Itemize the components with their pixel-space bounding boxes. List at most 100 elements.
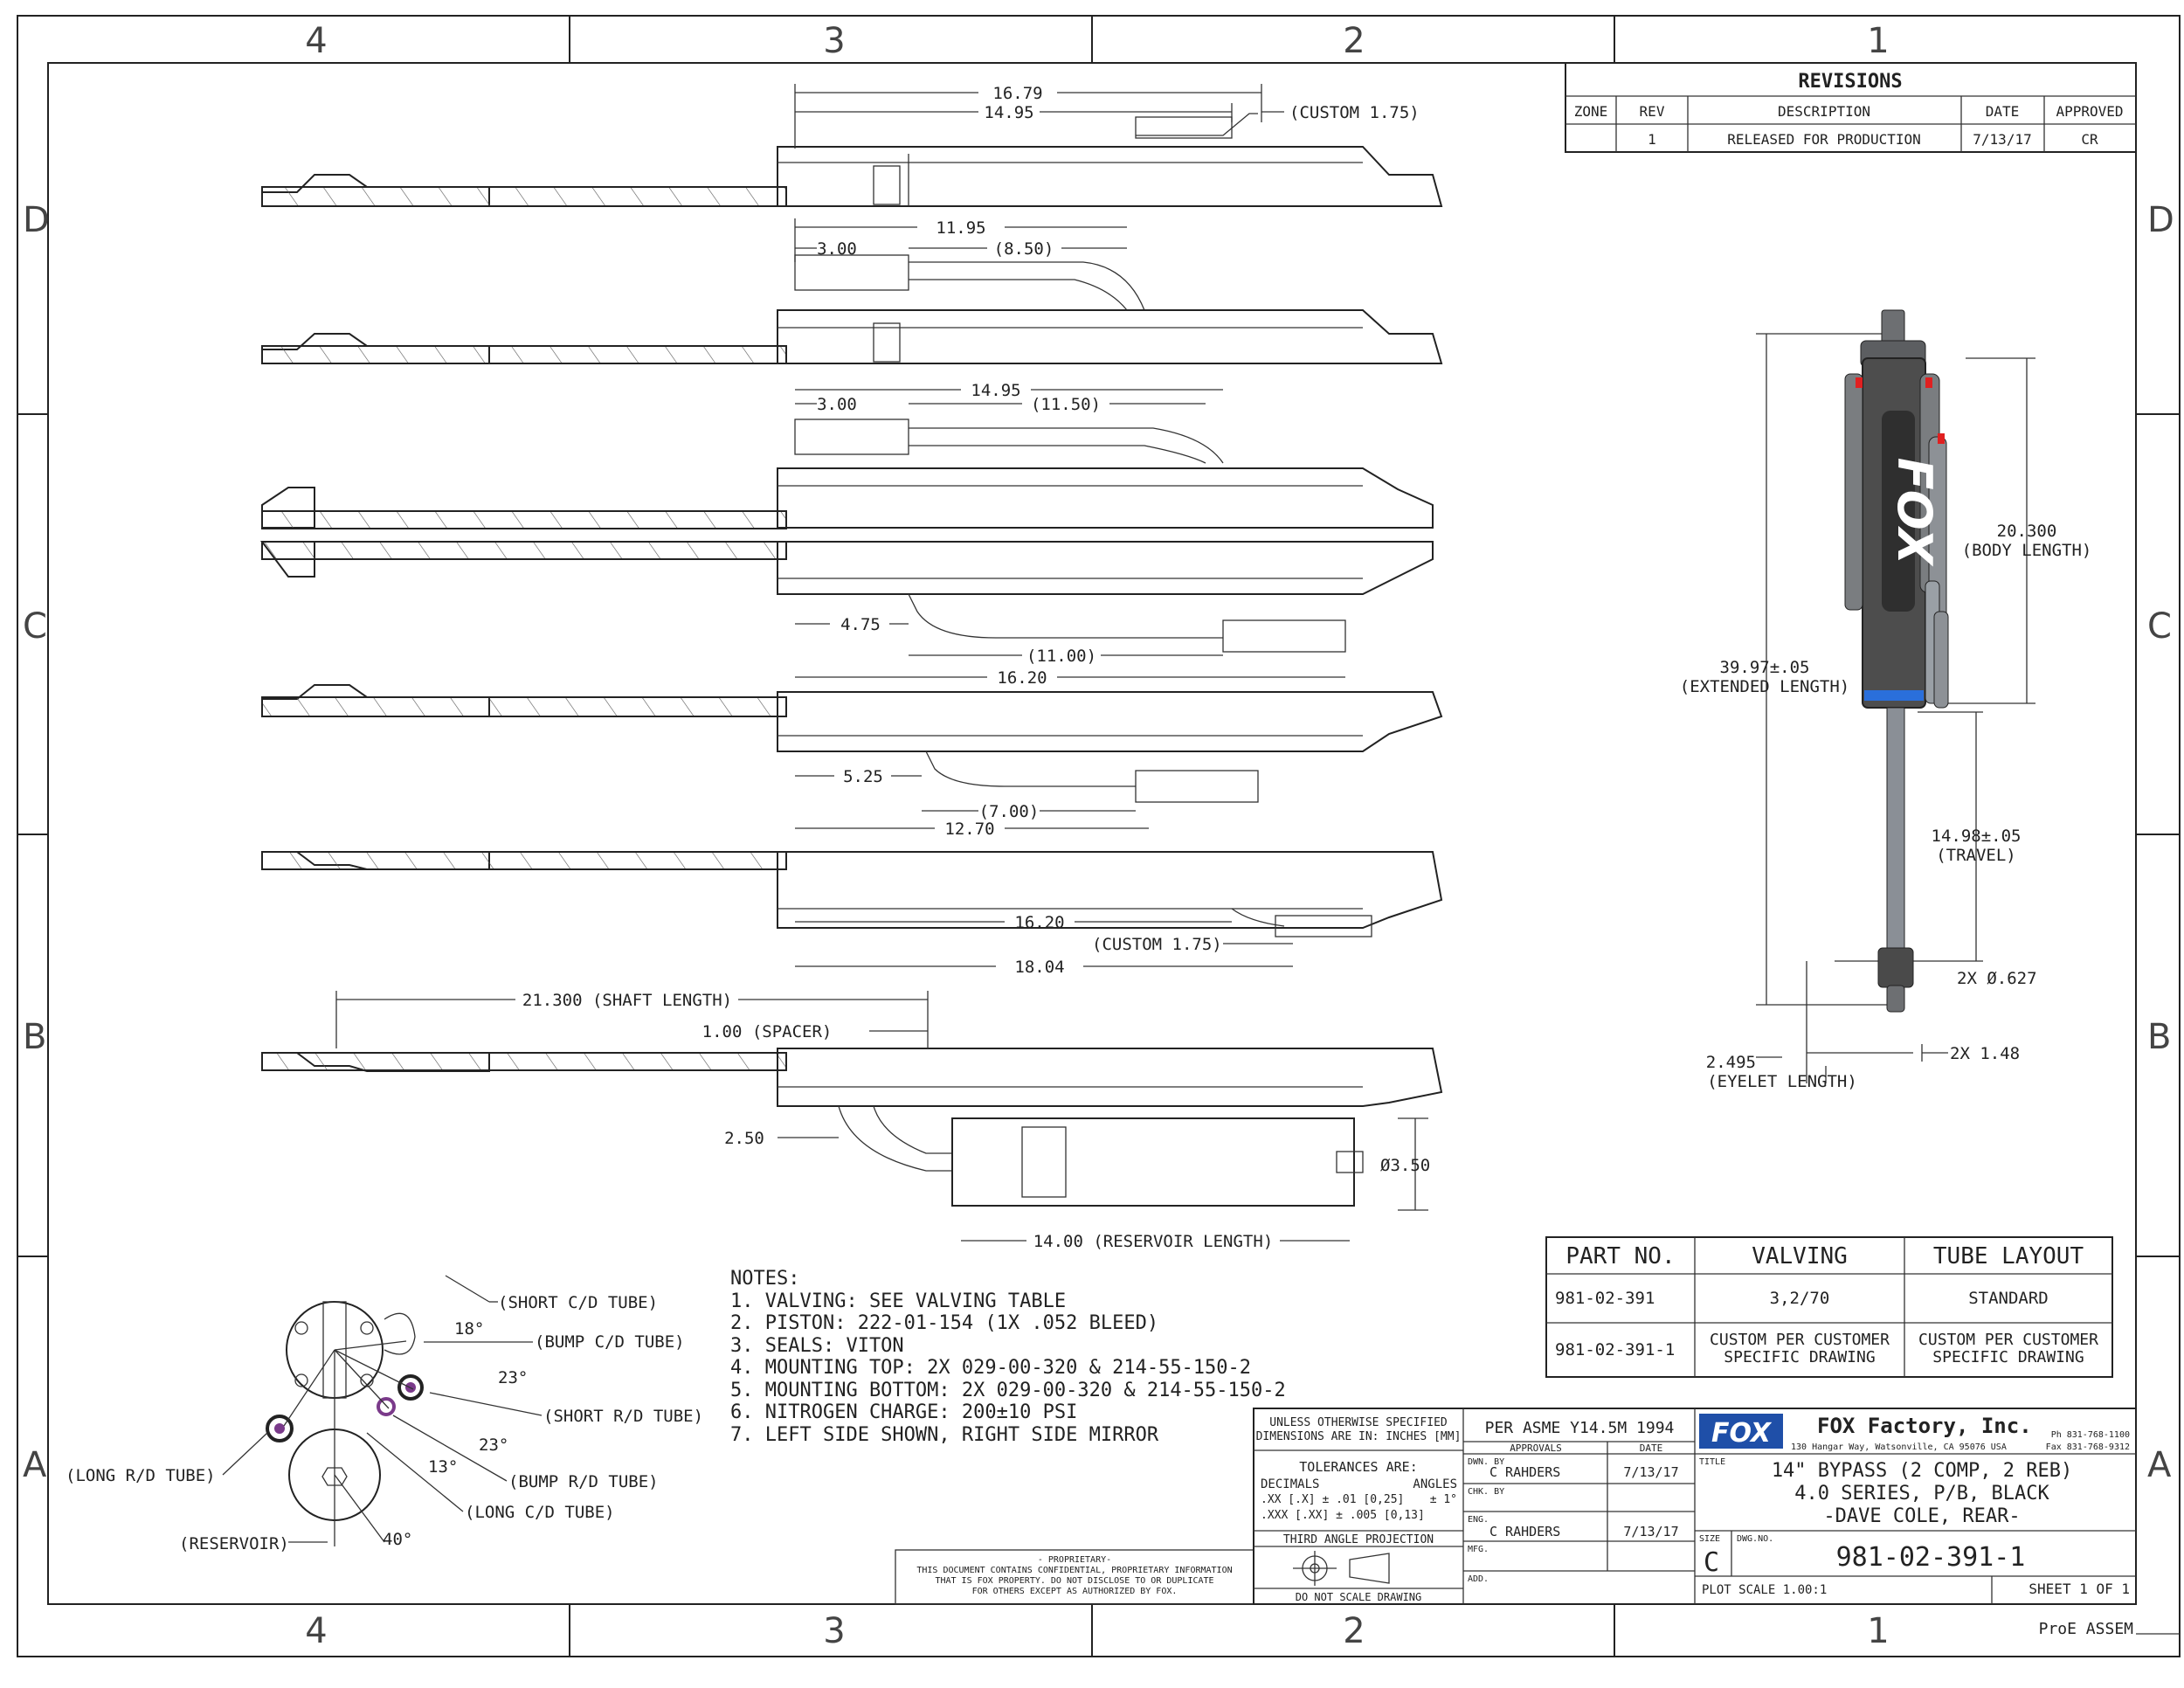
title-block — [1253, 1408, 2137, 1605]
dim-reservoir-offset: 2.50 — [724, 1129, 764, 1148]
rev-header-date: DATE — [1986, 103, 2020, 120]
dim-body-length-value: 20.300 — [1997, 522, 2057, 541]
zone-bottom-4: 4 — [305, 1611, 327, 1651]
dim-body-length-label: (BODY LENGTH) — [1962, 541, 2092, 560]
label-long-rd-tube: (LONG R/D TUBE) — [66, 1466, 216, 1485]
tb-tol-xx: .XX [.X] ± .01 [0,25] — [1261, 1493, 1404, 1506]
part-row1-no: 981-02-391 — [1555, 1289, 1655, 1308]
tb-fox-logo-text: FOX — [1711, 1418, 1773, 1449]
tb-eng-name: C RAHDERS — [1489, 1524, 1560, 1539]
tb-tol-angle: ± 1° — [1430, 1493, 1457, 1506]
rev-row-approved: CR — [2081, 131, 2098, 148]
tb-add-label: ADD. — [1468, 1574, 1489, 1584]
fox-logo — [1699, 1414, 1783, 1449]
zone-bottom-3: 3 — [823, 1611, 845, 1651]
dim-view4-a: 4.75 — [840, 615, 881, 634]
note-3: 3. SEALS: VITON — [730, 1335, 904, 1357]
part-row2-tube-layout: CUSTOM PER CUSTOMER SPECIFIC DRAWING — [1918, 1331, 2098, 1366]
tb-sheet: SHEET 1 OF 1 — [2028, 1581, 2130, 1597]
rev-header-rev: REV — [1640, 103, 1665, 120]
label-bump-cd-tube: (BUMP C/D TUBE) — [535, 1332, 685, 1352]
dim-view3-a: 3.00 — [817, 395, 857, 414]
tb-footer: ProE ASSEM — [2039, 1620, 2134, 1638]
zone-left-a: A — [23, 1445, 47, 1485]
zone-top-3: 3 — [823, 21, 845, 61]
note-4: 4. MOUNTING TOP: 2X 029-00-320 & 214-55-… — [730, 1357, 1251, 1379]
part-number-table: PART NO. VALVING TUBE LAYOUT 981-02-391 … — [1545, 1236, 2113, 1378]
part-row2-tube-layout-box: CUSTOM PER CUSTOMER SPECIFIC DRAWING — [1918, 1331, 2098, 1366]
zone-right-b: B — [2147, 1017, 2171, 1057]
rev-header-description: DESCRIPTION — [1778, 103, 1870, 120]
note-1: 1. VALVING: SEE VALVING TABLE — [730, 1290, 1066, 1312]
dim-view4-b: (11.00) — [1026, 647, 1096, 666]
label-reservoir: (RESERVOIR) — [179, 1534, 289, 1553]
tb-title-line-2: 4.0 SERIES, P/B, BLACK — [1794, 1483, 2049, 1505]
dim-eyelet-width: 2X 1.48 — [1950, 1044, 2020, 1063]
angle-40: 40° — [383, 1530, 412, 1549]
shock-views — [260, 113, 1443, 1207]
part-header-tube-layout: TUBE LAYOUT — [1933, 1243, 2084, 1269]
shock-assembly-render: FOX — [1756, 309, 2035, 1083]
rev-row-rev: 1 — [1648, 131, 1656, 148]
tb-unless: UNLESS OTHERWISE SPECIFIED — [1269, 1416, 1448, 1429]
dimension-lines — [335, 84, 1428, 1242]
dim-shaft-length: 21.300 (SHAFT LENGTH) — [522, 991, 732, 1010]
tb-tolerances: TOLERANCES ARE: — [1299, 1459, 1417, 1475]
tb-company: FOX Factory, Inc. — [1817, 1414, 2032, 1438]
tb-decimals: DECIMALS — [1261, 1477, 1319, 1491]
note-2: 2. PISTON: 222-01-154 (1X .052 BLEED) — [730, 1312, 1158, 1334]
dim-eyelet-diameter: 2X Ø.627 — [1957, 969, 2037, 988]
shock-view-4 — [261, 684, 1443, 803]
tb-dwn-name: C RAHDERS — [1489, 1464, 1560, 1480]
part-row1-tube-layout: STANDARD — [1968, 1289, 2049, 1308]
revisions-title: REVISIONS — [1798, 71, 1902, 93]
tb-dwn-date: 7/13/17 — [1623, 1464, 1678, 1480]
dim-extended-label: (EXTENDED LENGTH) — [1680, 677, 1849, 696]
dim-extended-value: 39.97±.05 — [1720, 658, 1810, 677]
dim-view2-overall: 11.95 — [936, 218, 985, 238]
dim-reservoir-length: 14.00 (RESERVOIR LENGTH) — [1033, 1232, 1274, 1251]
proprietary-line-3: THAT IS FOX PROPERTY. DO NOT DISCLOSE TO… — [935, 1576, 1213, 1586]
tb-address: 130 Hangar Way, Watsonville, CA 95076 US… — [1791, 1442, 2007, 1452]
dim-view5-b: (7.00) — [979, 802, 1040, 821]
dim-view6-total: 18.04 — [1014, 958, 1064, 977]
tb-projection: THIRD ANGLE PROJECTION — [1283, 1533, 1434, 1546]
note-6: 6. NITROGEN CHARGE: 200±10 PSI — [730, 1401, 1077, 1423]
zone-right-d: D — [2147, 200, 2174, 240]
part-header-valving: VALVING — [1752, 1243, 1848, 1269]
dim-view2-a: 3.00 — [817, 239, 857, 259]
dim-spacer: 1.00 (SPACER) — [702, 1022, 833, 1041]
shock-view-6 — [261, 1048, 1443, 1207]
label-short-cd-tube: (SHORT C/D TUBE) — [498, 1293, 658, 1312]
angle-23-upper: 23° — [498, 1368, 528, 1387]
dim-eyelet-label: (EYELET LENGTH) — [1707, 1072, 1857, 1091]
tb-date-header: DATE — [1640, 1442, 1663, 1454]
dim-view5-overall: 12.70 — [944, 820, 994, 839]
tb-size-label: SIZE — [1699, 1534, 1720, 1544]
fox-decal: FOX — [1887, 458, 1942, 567]
tb-dwg-label: DWG.NO. — [1737, 1534, 1773, 1544]
proprietary-line-2: THIS DOCUMENT CONTAINS CONFIDENTIAL, PRO… — [916, 1566, 1232, 1575]
shock-view-1 — [261, 113, 1443, 207]
zone-left-c: C — [23, 606, 47, 647]
zone-left-d: D — [23, 200, 50, 240]
notes-title: NOTES: — [730, 1268, 799, 1290]
note-5: 5. MOUNTING BOTTOM: 2X 029-00-320 & 214-… — [730, 1380, 1286, 1401]
angle-23-lower: 23° — [479, 1435, 508, 1455]
proprietary-box: - PROPRIETARY- THIS DOCUMENT CONTAINS CO… — [895, 1549, 1254, 1605]
label-long-cd-tube: (LONG C/D TUBE) — [465, 1503, 615, 1522]
zone-right-a: A — [2147, 1445, 2172, 1485]
angle-18: 18° — [454, 1319, 484, 1339]
shock-view-5 — [261, 851, 1443, 937]
tb-tol-xxx: .XXX [.XX] ± .005 [0,13] — [1261, 1509, 1425, 1522]
dim-view6-custom: (CUSTOM 1.75) — [1092, 935, 1222, 954]
part-header-part-no: PART NO. — [1565, 1243, 1675, 1269]
tb-approvals: APPROVALS — [1510, 1442, 1562, 1454]
angle-13: 13° — [428, 1457, 458, 1477]
tb-eng-date: 7/13/17 — [1623, 1524, 1678, 1539]
drawing-frame — [17, 15, 2181, 1657]
rev-header-zone: ZONE — [1574, 103, 1608, 120]
dim-view3-b: (11.50) — [1031, 395, 1101, 414]
dim-view1-custom: (CUSTOM 1.75) — [1289, 103, 1420, 122]
label-bump-rd-tube: (BUMP R/D TUBE) — [508, 1472, 659, 1491]
